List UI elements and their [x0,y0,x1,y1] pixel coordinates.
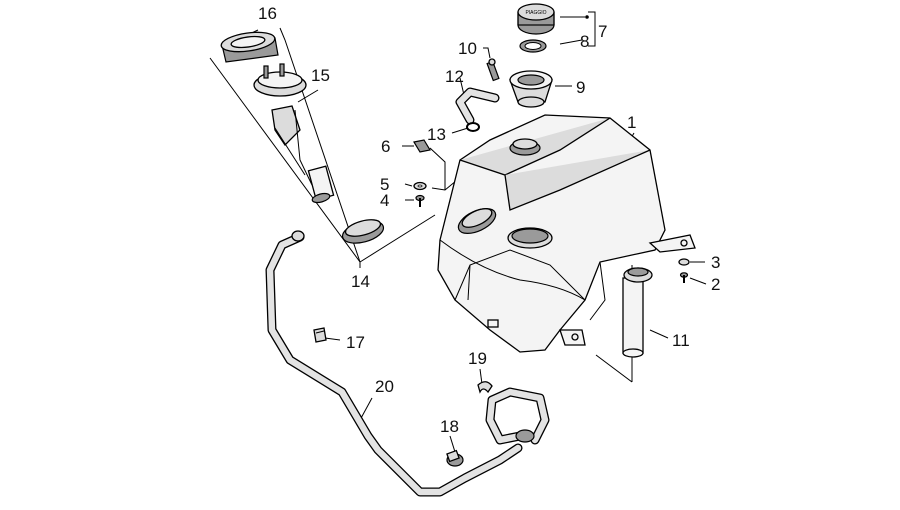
hose-clamp-small [466,122,480,132]
washer [413,181,427,191]
hose-clip [313,327,327,343]
callout-5: 5 [380,175,389,194]
hose-clip-lower [477,381,493,394]
vent-valve [486,58,500,82]
fuel-cap: PIAGGIO [517,3,555,35]
callout-14: 14 [351,272,370,291]
pump-ring-nut [220,31,279,63]
fuel-hose [265,230,550,497]
callout-6: 6 [381,137,390,156]
callout-8: 8 [580,32,589,51]
pump-seal-ring [341,219,385,244]
vent-hose [455,87,500,125]
callout-18: 18 [440,417,459,436]
seal-ring [519,39,547,53]
callout-17: 17 [346,333,365,352]
fuel-level-sender [622,267,653,358]
callout-19: 19 [468,349,487,368]
cap-logo: PIAGGIO [525,10,546,16]
callout-labels: 1 2 3 4 5 6 7 8 9 10 11 12 13 14 15 16 1… [258,4,720,436]
callout-13: 13 [427,125,446,144]
callout-7: 7 [598,22,607,41]
callout-9: 9 [576,78,585,97]
fuel-pump [253,63,335,204]
callout-4: 4 [380,191,389,210]
washer-right [678,258,690,266]
screw-left [415,194,425,207]
hose-clamp [446,449,464,467]
callout-3: 3 [711,253,720,272]
callout-15: 15 [311,66,330,85]
callout-1: 1 [627,113,636,132]
callout-11: 11 [672,331,690,350]
fuel-tank [437,114,696,353]
callout-10: 10 [458,39,477,58]
callout-12: 12 [445,67,464,86]
callout-2: 2 [711,275,720,294]
screw-right [679,272,689,283]
mounting-bracket [413,139,431,153]
callout-20: 20 [375,377,394,396]
filler-funnel [509,70,553,108]
callout-16: 16 [258,4,277,23]
